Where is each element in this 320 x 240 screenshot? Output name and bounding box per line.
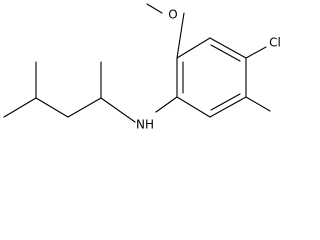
ring-bond-c2-c3 [209, 37, 247, 59]
oxygen-atom-label: O [168, 8, 177, 22]
chlorine-atom-label: Cl [269, 36, 281, 50]
bond-ring-to-chlorine [245, 46, 267, 59]
bond-methyl-to-oxygen [146, 3, 163, 14]
ring-bond-c4-c5 [209, 96, 247, 118]
ring-double-bond-inner-top [210, 44, 241, 62]
benzene-ring [176, 37, 247, 118]
bond-chain-c3-c4 [35, 97, 69, 118]
bond-chain-c2-c3 [67, 97, 102, 118]
ring-double-bond-inner-bottom [210, 93, 241, 111]
bond-ring-to-methyl [245, 96, 271, 112]
bond-ring-to-nitrogen [155, 96, 178, 113]
ring-bond-c5-c6 [176, 96, 211, 118]
nh-amine-label: NH [136, 118, 154, 132]
bond-chain-isopropyl-left [3, 97, 37, 118]
bond-oxygen-to-ring [176, 12, 185, 59]
chemical-structure-diagram: O Cl NH [3, 3, 281, 132]
bond-nitrogen-to-chain [100, 97, 136, 123]
ring-bond-c1-c2 [176, 37, 211, 59]
